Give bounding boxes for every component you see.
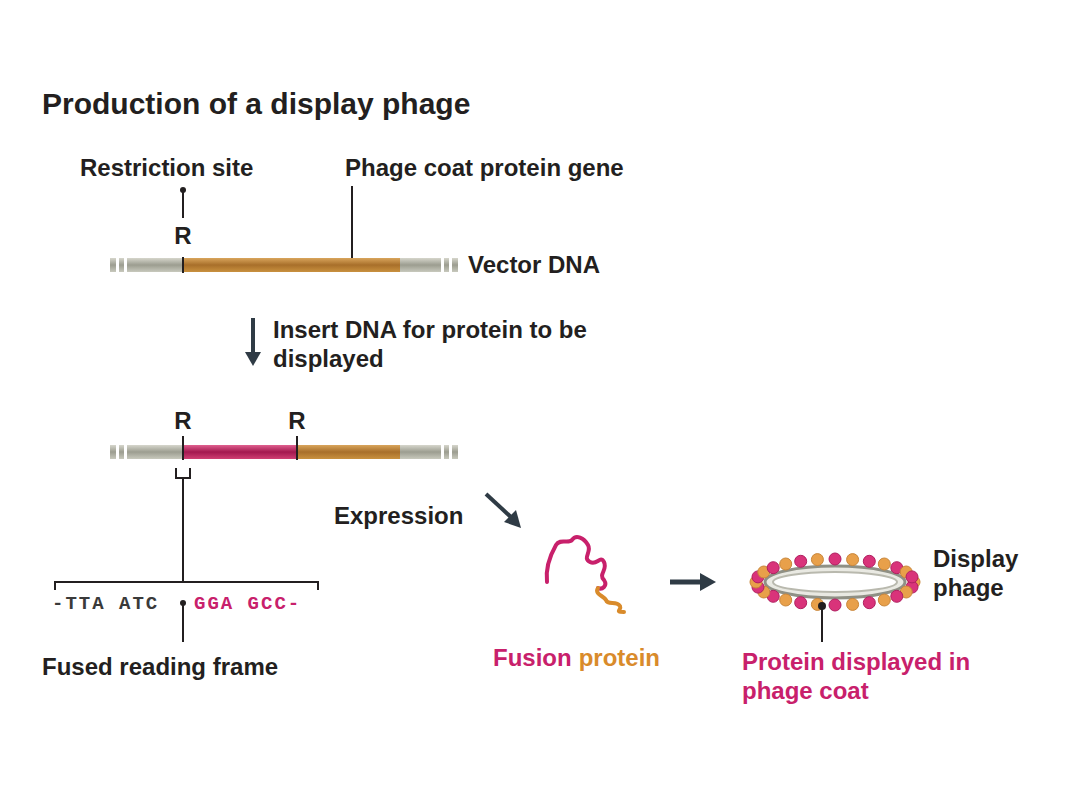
part-label: Fused reading frame <box>42 653 278 682</box>
step-label: Insert DNA for protein to be displayed <box>273 316 613 374</box>
sequence: -TTA ATC <box>52 593 159 616</box>
vector-dna <box>110 256 458 274</box>
display-phage <box>750 553 920 611</box>
part-label: Display phage <box>933 545 1073 603</box>
sequence: GGA GCC- <box>194 593 301 616</box>
coat-bead <box>863 597 875 609</box>
coat-bead <box>891 590 903 602</box>
title: Production of a display phage <box>42 86 470 122</box>
coat-bead <box>847 554 859 566</box>
fusion-label: Fusion <box>493 644 572 673</box>
coat-bead <box>906 571 918 583</box>
coat-bead <box>878 594 890 606</box>
coat-bead <box>780 594 792 606</box>
coat-bead <box>780 558 792 570</box>
part-label: Vector DNA <box>468 251 600 280</box>
coat-bead <box>829 553 841 565</box>
site-label: R <box>288 407 305 436</box>
coat-bead <box>847 598 859 610</box>
recombinant-dna <box>110 436 458 461</box>
coat-bead <box>863 555 875 567</box>
coat-bead <box>795 597 807 609</box>
part-label: Phage coat protein gene <box>345 154 624 183</box>
coat-bead <box>829 599 841 611</box>
site-label: R <box>174 222 191 251</box>
site-label: R <box>174 407 191 436</box>
coat-bead <box>811 554 823 566</box>
part-label: Protein displayed in phage coat <box>742 648 1032 706</box>
coat-bead <box>795 555 807 567</box>
part-label: Restriction site <box>80 154 253 183</box>
coat-bead <box>767 562 779 574</box>
step-label: Expression <box>334 502 463 531</box>
coat-bead <box>878 558 890 570</box>
fusion-label: protein <box>579 644 660 673</box>
